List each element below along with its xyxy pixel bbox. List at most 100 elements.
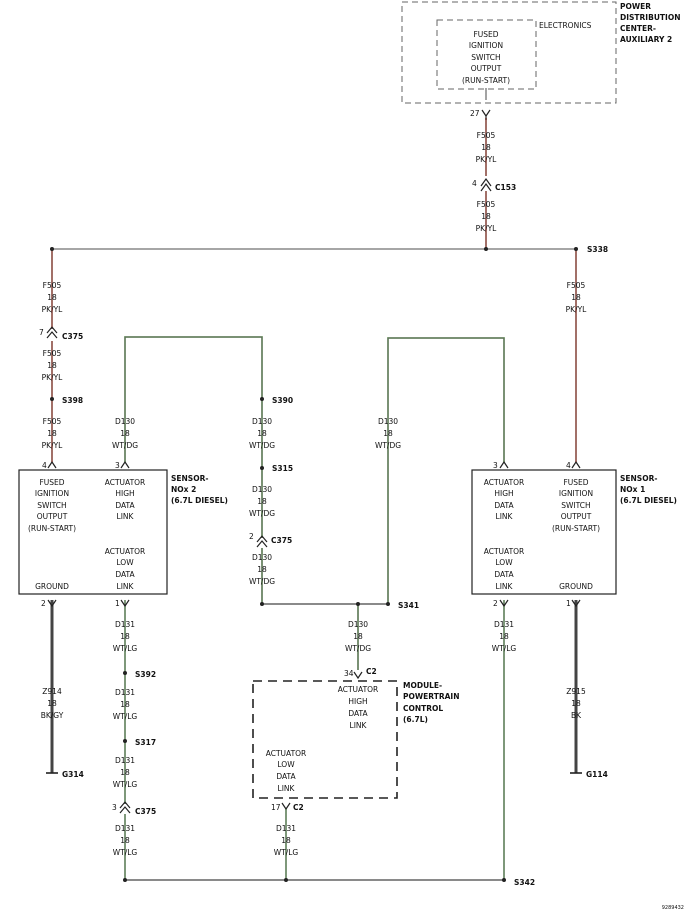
gauge-label: 18	[281, 836, 291, 845]
pdc-pin-label: 27	[470, 109, 480, 118]
wire-label-low-right: D131 18 WT/LG	[492, 620, 517, 653]
sensor-title-line: SENSOR-	[171, 474, 208, 483]
wire-label-f505-top: F505 18 PK/YL	[476, 131, 498, 164]
gauge-label: 18	[571, 293, 581, 302]
pin-function-line: OUTPUT	[37, 512, 68, 521]
gauge-label: 18	[481, 212, 491, 221]
connector-s1-pin2-symbol	[499, 599, 509, 608]
wire-label-left-feed-1: F505 18 PK/YL	[42, 281, 64, 314]
pcm-pin-low: 17	[271, 803, 281, 812]
pdc-title-line: POWER	[620, 2, 651, 11]
wire-label-low-left-3: D131 18 WT/LG	[113, 756, 138, 789]
c153-connector-label: C153	[495, 183, 516, 192]
figure-id: 9289432	[662, 905, 684, 911]
pin-function-line: ACTUATOR	[105, 478, 146, 487]
sensor-title-line: NOx 1	[620, 485, 645, 494]
color-label: PK/YL	[476, 224, 498, 233]
sensor2-pin-low: 1	[115, 599, 120, 608]
pin-function-line: LOW	[277, 760, 295, 769]
connector-c153-symbol	[480, 177, 492, 192]
color-label: WT/LG	[113, 644, 138, 653]
circuit-label: F505	[567, 281, 586, 290]
sensor1-low-label: ACTUATOR LOW DATA LINK	[484, 547, 525, 591]
splice-dot	[50, 247, 54, 251]
sensor1-pin-ground: 1	[566, 599, 571, 608]
sensor-nox1-title: SENSOR- NOx 1 (6.7L DIESEL)	[620, 474, 677, 505]
splice-s315-label: S315	[272, 464, 293, 473]
pdc-title-line: AUXILIARY 2	[620, 35, 672, 44]
pcm-title-line: POWERTRAIN	[403, 692, 459, 701]
connector-s1-pin3-symbol	[499, 460, 509, 469]
pin-function-line: DATA	[348, 709, 368, 718]
connector-c375-low-symbol	[119, 801, 131, 814]
wire-label-right-feed: F505 18 PK/YL	[566, 281, 588, 314]
wire-label-low-left-2: D131 18 WT/LG	[113, 688, 138, 721]
pcm-pin-high: 34	[344, 669, 354, 678]
circuit-label: D131	[115, 688, 135, 697]
splice-dot	[502, 878, 506, 882]
pdc-electronics-outline	[436, 19, 537, 90]
color-label: PK/YL	[42, 441, 64, 450]
circuit-label: D130	[115, 417, 135, 426]
color-label: WT/DG	[249, 577, 275, 586]
connector-s1-pin4-symbol	[571, 460, 581, 469]
gauge-label: 18	[120, 429, 130, 438]
gauge-label: 18	[499, 632, 509, 641]
gauge-label: 18	[120, 632, 130, 641]
pin-function-line: LINK	[496, 582, 514, 591]
sensor1-pin-low: 2	[493, 599, 498, 608]
circuit-label: D131	[115, 620, 135, 629]
circuit-label: F505	[43, 281, 62, 290]
wire-label-low-left-4: D131 18 WT/LG	[113, 824, 138, 857]
splice-dot	[260, 466, 264, 470]
sensor1-ground-label: GROUND	[559, 582, 593, 591]
pin-function-line: FUSED	[39, 478, 64, 487]
color-label: WT/DG	[375, 441, 401, 450]
color-label: WT/LG	[113, 712, 138, 721]
pin-function-line: SWITCH	[37, 501, 66, 510]
sensor-title-line: (6.7L DIESEL)	[620, 496, 677, 505]
pin-function-line: ACTUATOR	[484, 547, 525, 556]
connector-pcm-17-symbol	[281, 802, 291, 811]
pdc-output-line: IGNITION	[469, 41, 503, 50]
pin-function-line: LINK	[117, 512, 135, 521]
low-data-wires	[124, 600, 505, 880]
wire-label-pcm-high: D130 18 WT/DG	[345, 620, 371, 653]
ground-g314-label: G314	[62, 770, 84, 779]
pin-function-line: LINK	[278, 784, 296, 793]
pin-function-line: ACTUATOR	[484, 478, 525, 487]
pin-function-line: IGNITION	[35, 489, 69, 498]
color-label: WT/DG	[112, 441, 138, 450]
splice-s398-label: S398	[62, 396, 83, 405]
splice-s341-label: S341	[398, 601, 419, 610]
circuit-label: D131	[115, 824, 135, 833]
connector-c375-mid-symbol	[256, 535, 268, 548]
ground-wires	[46, 600, 582, 774]
color-label: PK/YL	[42, 373, 64, 382]
pin-function-line: LOW	[495, 558, 513, 567]
pcm-title-line: CONTROL	[403, 704, 443, 713]
sensor1-pin-power: 4	[566, 461, 571, 470]
wire-d130-left-loop-core	[124, 336, 263, 462]
splice-dot	[386, 602, 390, 606]
splice-dot	[123, 739, 127, 743]
splice-s392-label: S392	[135, 670, 156, 679]
gauge-label: 18	[47, 293, 57, 302]
c375-mid-pin-label: 2	[249, 532, 254, 541]
splice-dot	[284, 878, 288, 882]
wire-label-pcm-low: D131 18 WT/LG	[274, 824, 299, 857]
wire-d130-right-loop-core	[387, 337, 505, 604]
color-label: WT/LG	[492, 644, 517, 653]
color-label: WT/LG	[274, 848, 299, 857]
gauge-label: 18	[257, 565, 267, 574]
gauge-label: 18	[257, 429, 267, 438]
wire-label-high-right: D130 18 WT/DG	[375, 417, 401, 450]
splice-s390-label: S390	[272, 396, 293, 405]
color-label: PK/YL	[476, 155, 498, 164]
power-wires-pk-yl	[51, 118, 577, 462]
pdc-output-line: SWITCH	[471, 53, 500, 62]
splice-dot	[123, 878, 127, 882]
sensor-nox1-box	[471, 469, 617, 595]
splice-dot	[260, 397, 264, 401]
